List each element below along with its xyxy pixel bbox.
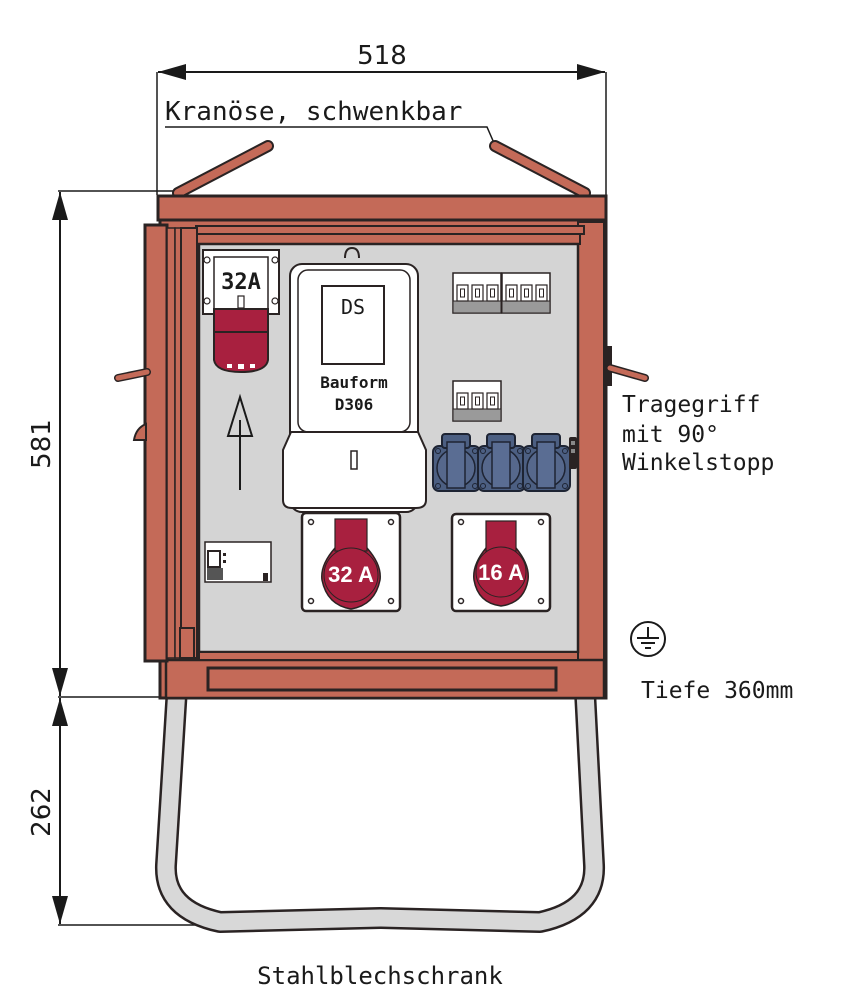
cabinet-door[interactable] (114, 223, 198, 663)
breaker-toggle[interactable] (486, 284, 499, 302)
meter-form-label: Bauform (320, 373, 388, 392)
drawing-title: Stahlblechschrank (257, 962, 503, 990)
carry-handle-label-line2: mit 90° (622, 422, 719, 448)
breaker-toggle[interactable] (505, 284, 518, 302)
carry-handle-label-line1: Tragegriff (622, 392, 760, 418)
cee-socket-16a-label: 16 A (478, 560, 524, 585)
width-dimension-value: 518 (357, 41, 407, 71)
support-stand (154, 671, 606, 933)
schuko-socket[interactable] (477, 433, 526, 492)
cee-inlet-32a: 32A (202, 249, 280, 374)
schuko-socket[interactable] (432, 433, 481, 492)
crane-eyes (172, 140, 591, 199)
crane-eye-callout: Kranöse, schwenkbar (165, 97, 495, 144)
height-dimension: 581 262 (27, 190, 220, 926)
carry-handle[interactable] (604, 346, 649, 386)
stand-height-dimension-value: 262 (27, 787, 57, 837)
breaker-group-3pole-c[interactable] (452, 380, 502, 422)
cee-socket-32a[interactable]: 32 A (300, 511, 402, 613)
carry-handle-callout: Tragegriff mit 90° Winkelstopp (622, 392, 774, 476)
width-dimension: 518 (156, 41, 607, 195)
door-latch[interactable] (569, 437, 577, 469)
breaker-toggle[interactable] (471, 284, 484, 302)
meter-form-code: D306 (335, 395, 374, 414)
inlet-rating-label: 32A (221, 270, 261, 295)
breaker-group-3pole-b[interactable] (501, 272, 551, 314)
breaker-toggle[interactable] (535, 284, 548, 302)
circuit-breakers (452, 272, 551, 422)
crane-eye-label: Kranöse, schwenkbar (165, 97, 462, 127)
height-dimension-value: 581 (27, 419, 57, 469)
breaker-toggle[interactable] (486, 392, 499, 410)
schuko-socket[interactable] (522, 433, 571, 492)
meter-slot-label: DS (341, 295, 365, 319)
meter-mount-panel: DS Bauform D306 (282, 246, 427, 513)
breaker-toggle[interactable] (471, 392, 484, 410)
breaker-toggle[interactable] (456, 284, 469, 302)
breaker-group-3pole-a[interactable] (452, 272, 502, 314)
breaker-toggle[interactable] (520, 284, 533, 302)
carry-handle-label-line3: Winkelstopp (622, 450, 774, 476)
depth-label: Tiefe 360mm (641, 678, 793, 704)
schuko-sockets (432, 433, 571, 492)
cee-socket-32a-label: 32 A (328, 562, 374, 587)
arrow-up-icon (226, 393, 254, 490)
protective-earth-icon (630, 621, 666, 657)
breaker-toggle[interactable] (456, 392, 469, 410)
control-module (204, 541, 272, 583)
cee-socket-16a[interactable]: 16 A (450, 512, 552, 613)
